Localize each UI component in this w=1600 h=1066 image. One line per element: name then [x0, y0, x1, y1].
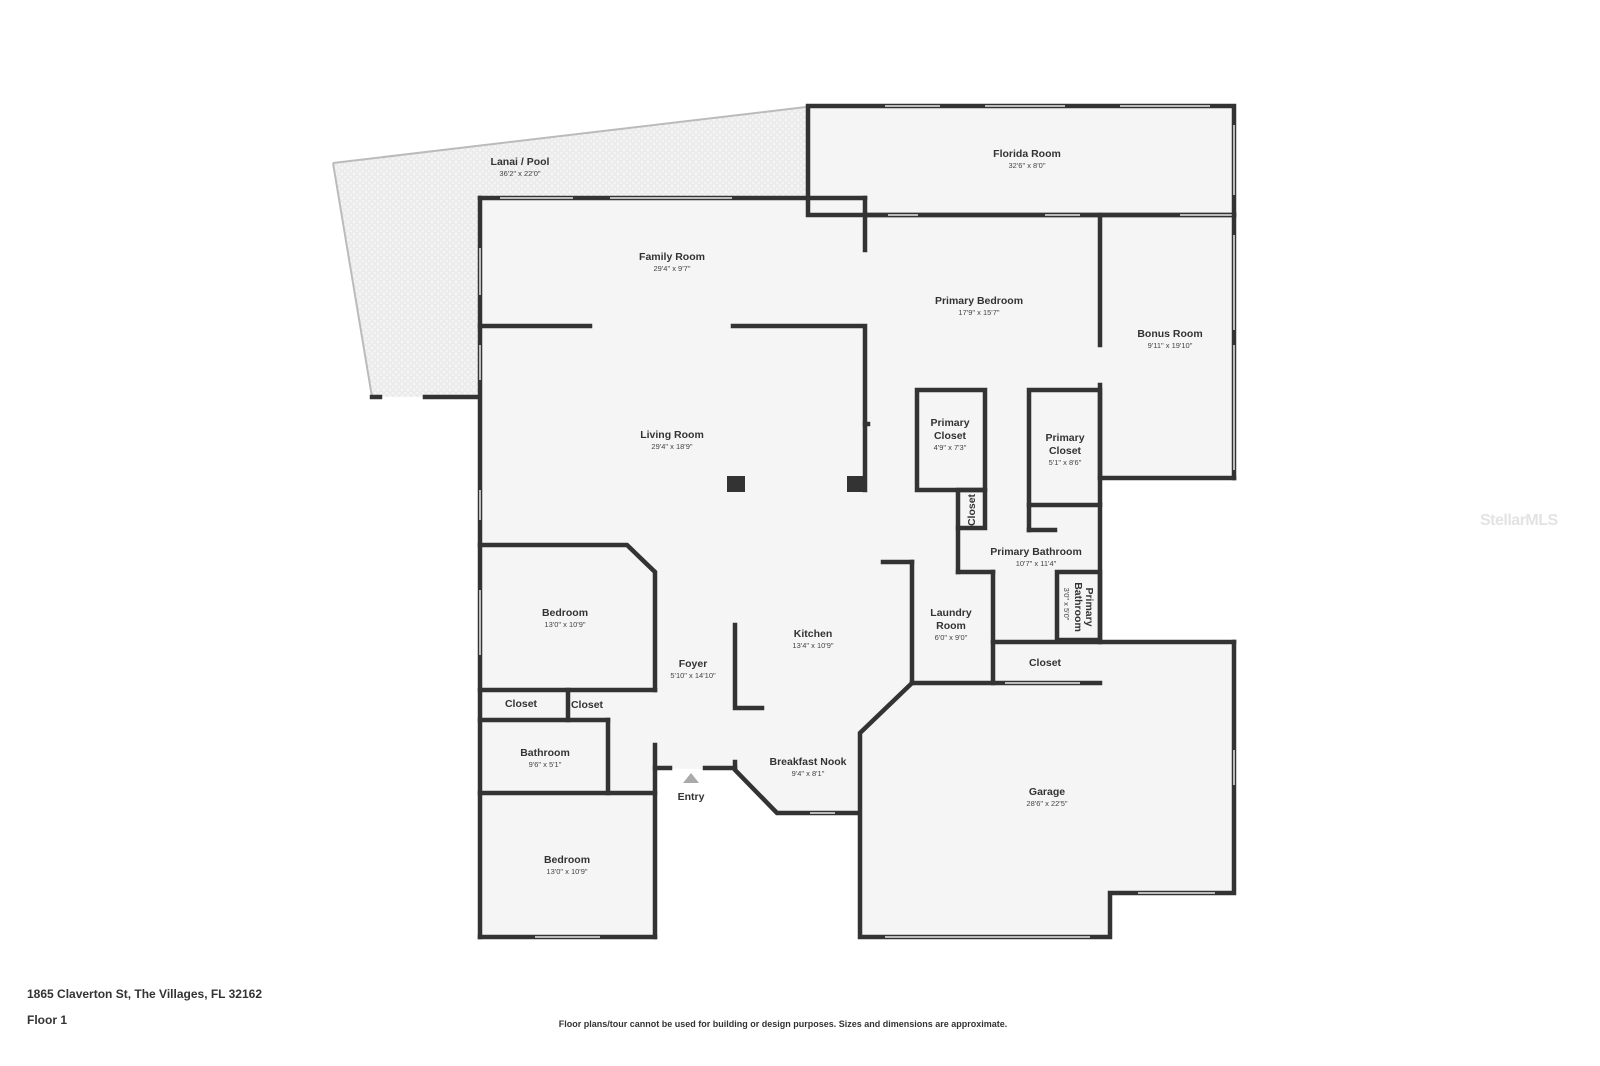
primary-bathroom-small-label-2: Bathroom — [1072, 582, 1084, 632]
primary-bedroom-dim: 17'9" x 15'7" — [958, 308, 999, 317]
bathroom-label: Bathroom — [520, 747, 570, 759]
primary-closet-2-dim: 5'1" x 8'6" — [1049, 458, 1082, 467]
kitchen-label: Kitchen — [794, 628, 833, 640]
disclaimer: Floor plans/tour cannot be used for buil… — [558, 1019, 1008, 1029]
primary-bathroom-label: Primary Bathroom — [990, 546, 1082, 558]
watermark: StellarMLS — [1480, 512, 1558, 529]
foyer-label: Foyer — [679, 658, 708, 670]
bedroom-2-label: Bedroom — [544, 854, 590, 866]
lanai-label: Lanai / Pool — [491, 156, 550, 168]
primary-closet-1-dim: 4'9" x 7'3" — [934, 443, 967, 452]
breakfast-nook-label: Breakfast Nook — [769, 756, 846, 768]
breakfast-nook-dim: 9'4" x 8'1" — [792, 769, 825, 778]
florida-room-dim: 32'6" x 8'0" — [1009, 161, 1046, 170]
bonus-room-label: Bonus Room — [1137, 328, 1202, 340]
living-room-label: Living Room — [640, 429, 704, 441]
closet-b-label: Closet — [571, 699, 604, 711]
primary-bedroom-label: Primary Bedroom — [935, 295, 1023, 307]
laundry-label: Laundry — [930, 607, 972, 619]
foyer-dim: 5'10" x 14'10" — [670, 671, 716, 680]
primary-closet-1-label-2: Closet — [934, 430, 967, 442]
kitchen-dim: 13'4" x 10'9" — [792, 641, 833, 650]
laundry-dim: 6'0" x 9'0" — [935, 633, 968, 642]
primary-bathroom-dim: 10'7" x 11'4" — [1016, 559, 1057, 568]
primary-bathroom-small-label: Primary — [1083, 587, 1095, 626]
bathroom-dim: 9'6" x 5'1" — [529, 760, 562, 769]
entry-arrow-icon — [683, 773, 699, 783]
florida-room-label: Florida Room — [993, 148, 1061, 160]
lanai-dim: 36'2" x 22'0" — [499, 169, 540, 178]
garage-dim: 28'6" x 22'5" — [1026, 799, 1067, 808]
closet-a-label: Closet — [505, 698, 538, 710]
primary-closet-2-label: Primary — [1045, 432, 1084, 444]
entry-label: Entry — [678, 791, 705, 803]
living-room-dim: 29'4" x 18'9" — [651, 442, 692, 451]
address: 1865 Claverton St, The Villages, FL 3216… — [27, 987, 263, 1001]
primary-bathroom-small-dim: 3'0" x 5'0" — [1062, 588, 1071, 621]
primary-closet-1-label: Primary — [930, 417, 969, 429]
bedroom-1-dim: 13'0" x 10'9" — [544, 620, 585, 629]
primary-closet-2-label-2: Closet — [1049, 445, 1082, 457]
family-room-label: Family Room — [639, 251, 705, 263]
bonus-room-dim: 9'11" x 19'10" — [1148, 341, 1193, 350]
small-closet-label: Closet — [966, 493, 978, 526]
laundry-label-2: Room — [936, 620, 966, 632]
garage-label: Garage — [1029, 786, 1065, 798]
garage-closet-label: Closet — [1029, 657, 1062, 669]
family-room-dim: 29'4" x 9'7" — [654, 264, 691, 273]
floor-label: Floor 1 — [27, 1013, 68, 1027]
walls — [477, 103, 1237, 940]
lanai-area — [333, 107, 806, 397]
house-floor — [480, 106, 1234, 937]
bedroom-2-dim: 13'0" x 10'9" — [546, 867, 587, 876]
bedroom-1-label: Bedroom — [542, 607, 588, 619]
